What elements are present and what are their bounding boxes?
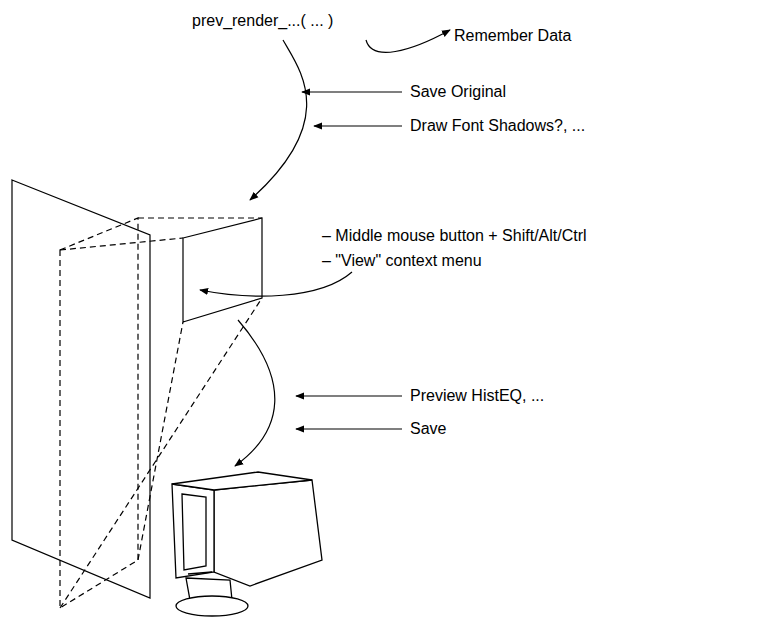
pointer-arrow (314, 125, 402, 126)
pointer-arrow (296, 428, 402, 429)
flow-arrow (235, 320, 275, 466)
step-label: Draw Font Shadows?, ... (410, 116, 585, 135)
projection-line (60, 238, 183, 250)
flow-arrow (366, 30, 450, 52)
view-region (60, 218, 138, 608)
interaction-label: – Middle mouse button + Shift/Alt/Ctrl (322, 226, 587, 245)
pointer-arrow (296, 395, 402, 396)
interaction-label: – "View" context menu (322, 251, 482, 270)
function-call: prev_render_...( ... ) (192, 11, 333, 30)
step-label: Preview HistEQ, ... (410, 386, 544, 405)
pointer-arrow (302, 91, 402, 92)
flow-arrow (200, 272, 352, 296)
step-label: Save Original (410, 82, 506, 101)
monitor-icon (172, 472, 322, 616)
projection-line (138, 217, 262, 218)
step-label: Save (410, 419, 446, 438)
image-plane (12, 180, 150, 598)
note-label: Remember Data (454, 26, 571, 45)
view-window (183, 218, 262, 322)
flow-arrow (250, 40, 307, 200)
